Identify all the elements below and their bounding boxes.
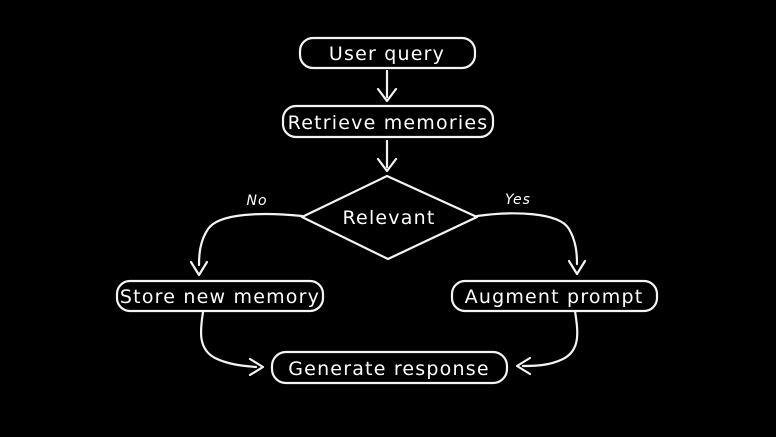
node-box <box>115 279 325 313</box>
edge-line <box>197 212 304 267</box>
node-label: Augment prompt <box>465 286 644 308</box>
arrowhead-down-icon <box>376 157 398 173</box>
arrowhead-right-icon <box>248 357 265 377</box>
node-label: Retrieve memories <box>288 112 489 134</box>
node-box <box>270 350 509 385</box>
edge-label-no: No <box>246 193 267 209</box>
node-label: Store new memory <box>120 286 320 308</box>
node-relevant-decision: Relevant <box>300 174 479 261</box>
node-user-query: User query <box>298 36 477 70</box>
node-diamond <box>300 174 479 261</box>
node-generate-response: Generate response <box>270 350 509 385</box>
edge-store-new-memory-to-generate-response <box>199 310 265 377</box>
node-label: Generate response <box>288 358 489 380</box>
node-store-new-memory: Store new memory <box>115 279 325 313</box>
node-label: User query <box>329 43 445 65</box>
edge-user-query-to-retrieve-memories <box>376 69 398 103</box>
arrowhead-down-icon <box>567 259 587 276</box>
node-label: Relevant <box>343 207 436 229</box>
node-retrieve-memories: Retrieve memories <box>281 104 495 139</box>
arrowhead-down-icon <box>189 260 209 277</box>
node-box <box>298 36 477 70</box>
node-box <box>450 279 659 313</box>
node-box <box>281 104 495 139</box>
edge-label-yes: Yes <box>505 192 531 208</box>
edge-relevant-to-store-new-memory: No <box>189 193 304 277</box>
edge-augment-prompt-to-generate-response <box>515 309 579 376</box>
edge-line <box>475 212 579 266</box>
node-augment-prompt: Augment prompt <box>450 279 659 313</box>
edge-retrieve-memories-to-relevant <box>376 139 398 173</box>
arrowhead-left-icon <box>515 356 532 376</box>
edge-line <box>199 310 258 369</box>
edge-relevant-to-augment-prompt: Yes <box>475 192 587 276</box>
arrowhead-down-icon <box>376 87 398 103</box>
edge-line <box>521 309 579 368</box>
